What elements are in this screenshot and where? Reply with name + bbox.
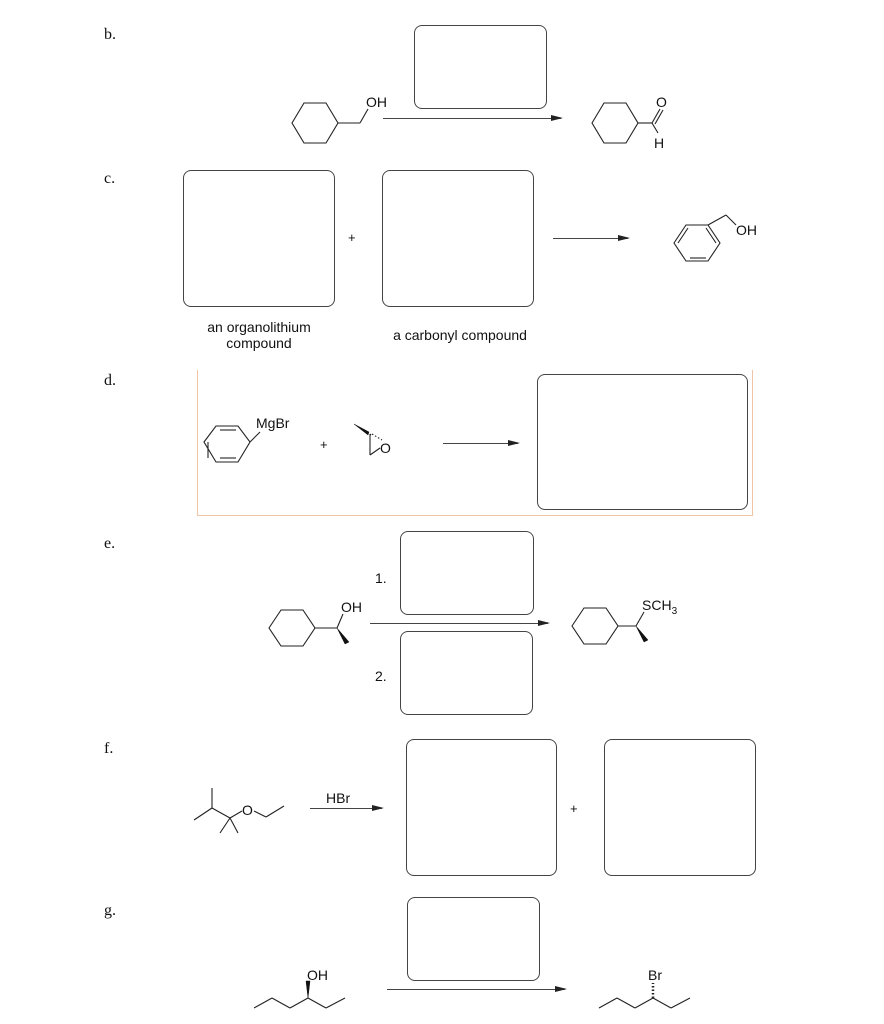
problem-f-product2-answer-box[interactable]	[604, 739, 756, 876]
problem-f-reactant-ether: O	[193, 788, 285, 834]
problem-b-reagent-answer-box[interactable]	[414, 25, 547, 109]
problem-d-reaction-arrow	[443, 440, 520, 446]
problem-c-reaction-arrow	[553, 235, 630, 241]
problem-c-product-benzyl-alcohol: OH	[673, 214, 757, 262]
problem-f-reagent-hbr: HBr	[326, 790, 351, 806]
problem-f-plus: +	[570, 801, 578, 816]
svg-text:MgBr: MgBr	[256, 415, 290, 431]
problem-g-reaction-arrow	[387, 986, 567, 992]
problem-g-label: g.	[104, 902, 116, 919]
problem-c-plus: +	[348, 230, 356, 245]
problem-e-step2-label: 2.	[375, 668, 387, 684]
problem-e-step2-answer-box[interactable]	[400, 631, 533, 715]
problem-d-highlight-frame	[197, 370, 753, 516]
problem-f-label: f.	[104, 740, 114, 757]
problem-c-carbonyl-answer-box[interactable]	[382, 170, 534, 307]
problem-g-reactant-hexanol: OH	[253, 967, 346, 1009]
problem-c-carbonyl-caption: a carbonyl compound	[393, 327, 527, 343]
problem-g-reagent-answer-box[interactable]	[407, 897, 540, 981]
problem-e-reactant-cyclohexylethanol: OH	[268, 599, 362, 647]
problem-e-product-thioether: SCH3	[571, 597, 678, 645]
problem-d-phenylmagnesium-bromide: MgBr	[203, 415, 290, 463]
problem-d-product-answer-box[interactable]	[537, 374, 748, 510]
problem-c-organolithium-caption: an organolithium compound	[207, 319, 311, 351]
svg-text:O: O	[656, 94, 667, 110]
problem-f-reaction-arrow	[310, 805, 384, 811]
svg-text:H: H	[654, 135, 664, 151]
problem-e-step1-label: 1.	[375, 570, 387, 586]
problem-d-plus: +	[320, 437, 328, 452]
svg-text:SCH3: SCH3	[642, 597, 678, 617]
problem-g-product-bromohexane: Br	[598, 967, 691, 1009]
svg-text:OH: OH	[736, 222, 757, 238]
problem-c-organolithium-answer-box[interactable]	[183, 170, 335, 307]
svg-text:O: O	[242, 802, 253, 818]
problem-e-reaction-arrow	[370, 620, 550, 626]
problem-e-label: e.	[104, 535, 116, 552]
svg-text:OH: OH	[366, 94, 387, 110]
svg-text:OH: OH	[341, 599, 362, 615]
problem-e-step1-answer-box[interactable]	[400, 531, 534, 615]
svg-text:OH: OH	[307, 967, 328, 983]
svg-text:O: O	[380, 440, 391, 456]
problem-c-label: c.	[104, 170, 116, 187]
problem-f-product1-answer-box[interactable]	[406, 739, 557, 876]
problem-b-product-cyclohexanecarbaldehyde: O H	[591, 94, 667, 151]
problem-d-methyl-oxirane: O	[353, 423, 391, 456]
problem-d-label: d.	[104, 372, 116, 389]
svg-text:Br: Br	[648, 967, 662, 983]
problem-b-reaction-arrow	[383, 115, 563, 121]
problem-b-label: b.	[104, 26, 116, 43]
problem-b-reactant-cyclohexylmethanol: OH	[291, 94, 387, 144]
